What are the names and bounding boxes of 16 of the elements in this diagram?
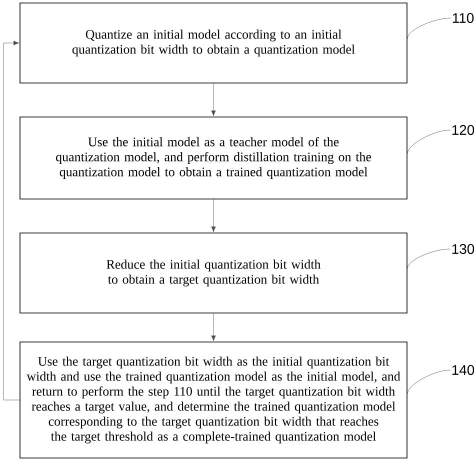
process-box: Use the target quantization bit width as the initial quantization bit width and use the trained quantization model as the initial model, and return to perform the step 110 until the target quantization bit width reaches a target value, and determine the trained quantization model corresponding to the target quantization bit width that reaches the target threshold as a complete-trained quantization model (20, 342, 408, 458)
process-box: Quantize an initial model according to an initial quantization bit width to obtain a quantization model (20, 2, 408, 84)
process-box: Reduce the initial quantization bit width to obtain a target quantization bit width (20, 232, 408, 314)
leader-line (407, 370, 450, 394)
step-number: 110 (452, 13, 474, 23)
step-number: 120 (452, 125, 474, 135)
leader-line (407, 248, 450, 270)
loop-arrow (3, 40, 20, 400)
arrow (211, 313, 216, 342)
leader-line (407, 130, 450, 154)
arrow (211, 83, 216, 116)
step-number: 140 (452, 365, 474, 375)
leader-line (407, 18, 451, 40)
process-box: Use the initial model as a teacher model of the quantization model, and perform distillation training on the quantization model to obtain a trained quantization model (20, 116, 408, 200)
step-number: 130 (452, 244, 474, 254)
arrow (211, 199, 216, 232)
